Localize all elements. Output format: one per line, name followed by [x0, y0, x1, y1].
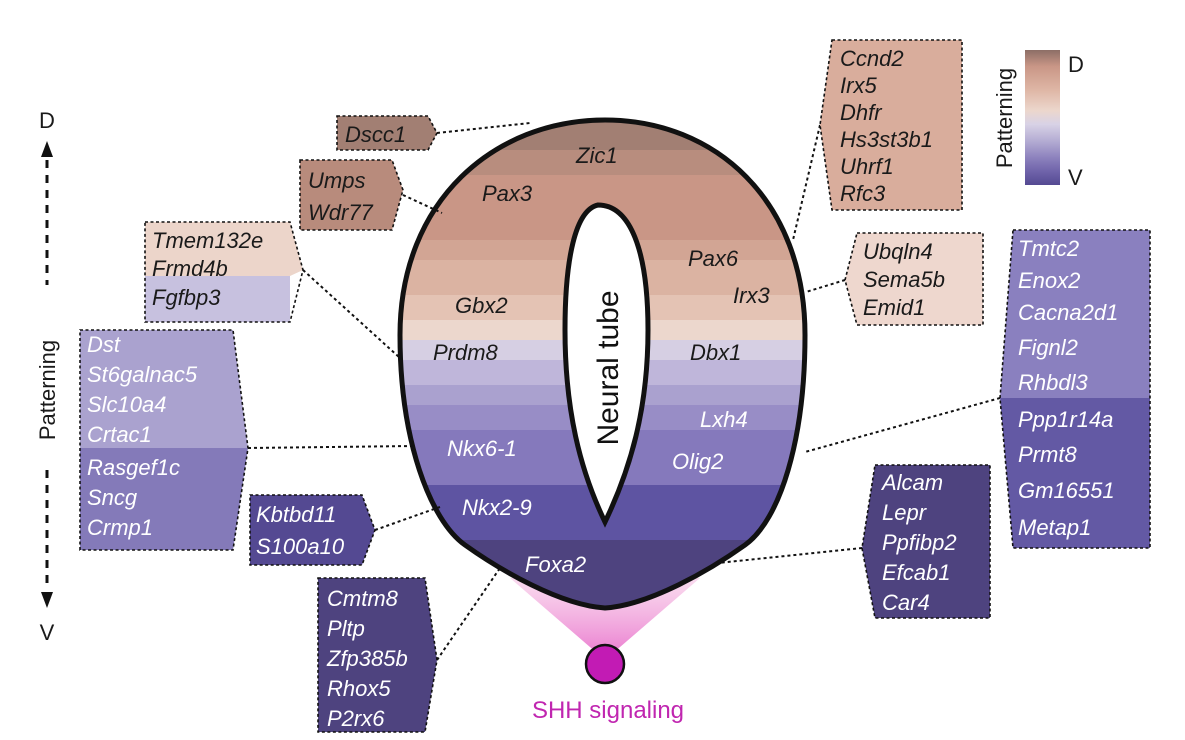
box-dscc1: Dscc1 [336, 115, 438, 151]
box-gene: Dhfr [840, 100, 883, 125]
box-gene: Ccnd2 [840, 46, 904, 71]
box-gene: Alcam [880, 470, 943, 495]
arrow-up-icon [41, 141, 53, 157]
shh-label: SHH signaling [532, 697, 684, 724]
tube-gene: Lxh4 [700, 407, 748, 432]
tube-gene: Prdm8 [433, 340, 499, 365]
box-gene: Dst [87, 332, 121, 357]
box-gene: Rhox5 [327, 676, 391, 701]
dorsal-ventral-axis: D V Patterning [35, 108, 60, 645]
box-cmtm8: Cmtm8 Pltp Zfp385b Rhox5 P2rx6 [317, 577, 438, 733]
tube-gene: Nkx6-1 [447, 436, 517, 461]
box-gene: Wdr77 [308, 200, 374, 225]
legend-title: Patterning [992, 68, 1017, 168]
box-gene: S100a10 [256, 534, 345, 559]
box-tmtc2: Tmtc2 Enox2 Cacna2d1 Fignl2 Rhbdl3 Ppp1r… [999, 229, 1151, 549]
box-gene: Tmtc2 [1018, 236, 1079, 261]
box-gene: Ubqln4 [863, 239, 933, 264]
box-gene: Hs3st3b1 [840, 127, 933, 152]
box-gene: Lepr [882, 500, 928, 525]
box-gene: Crmp1 [87, 515, 153, 540]
box-gene: Pltp [327, 616, 365, 641]
box-gene: Prmt8 [1018, 442, 1077, 467]
box-gene: Car4 [882, 590, 930, 615]
box-gene: Rhbdl3 [1018, 370, 1088, 395]
box-gene: Kbtbd11 [256, 502, 336, 527]
box-gene: Sncg [87, 485, 138, 510]
box-umps: Umps Wdr77 [299, 159, 404, 231]
tube-gene: Gbx2 [455, 293, 508, 318]
box-gene: Fgfbp3 [152, 285, 221, 310]
legend-bottom-label: V [1068, 165, 1083, 190]
box-gene: Slc10a4 [87, 392, 167, 417]
box-gene: Gm16551 [1018, 478, 1115, 503]
box-gene: Cmtm8 [327, 586, 399, 611]
box-gene: Uhrf1 [840, 154, 894, 179]
neural-tube-label: Neural tube [592, 290, 625, 445]
box-gene: Irx5 [840, 73, 877, 98]
box-gene: Efcab1 [882, 560, 951, 585]
box-gene: Zfp385b [326, 646, 408, 671]
arrow-down-icon [41, 592, 53, 608]
neural-tube-lumen [562, 202, 651, 528]
box-tmem132e: Tmem132e Frmd4b Fgfbp3 [144, 221, 304, 323]
leader-lines [247, 122, 1001, 661]
box-ccnd2: Ccnd2 Irx5 Dhfr Hs3st3b1 Uhrf1 Rfc3 [819, 39, 963, 211]
tube-gene: Olig2 [672, 449, 723, 474]
tube-gene: Nkx2-9 [462, 495, 532, 520]
box-gene: Umps [308, 168, 365, 193]
tube-gene: Pax6 [688, 246, 739, 271]
box-kbtbd11: Kbtbd11 S100a10 [249, 494, 376, 566]
patterning-legend: Patterning D V [992, 50, 1084, 190]
axis-patterning-label: Patterning [35, 340, 60, 440]
box-gene: Enox2 [1018, 268, 1080, 293]
tube-gene: Zic1 [575, 143, 618, 168]
tube-gene: Pax3 [482, 181, 533, 206]
box-gene: P2rx6 [327, 706, 385, 731]
legend-color-bar [1025, 50, 1060, 185]
box-gene: Frmd4b [152, 256, 228, 281]
box-dst: Dst St6galnac5 Slc10a4 Crtac1 Rasgef1c S… [79, 329, 249, 551]
box-ubqln4: Ubqln4 Sema5b Emid1 [844, 232, 984, 326]
box-gene: St6galnac5 [87, 362, 198, 387]
box-alcam: Alcam Lepr Ppfibp2 Efcab1 Car4 [861, 464, 991, 619]
box-gene: Metap1 [1018, 515, 1091, 540]
box-gene: Rfc3 [840, 181, 886, 206]
box-gene: Emid1 [863, 295, 925, 320]
box-gene: Fignl2 [1018, 335, 1078, 360]
tube-gene: Irx3 [733, 283, 770, 308]
box-gene: Rasgef1c [87, 455, 180, 480]
tube-gene-labels: Zic1 Pax3 Pax6 Irx3 Gbx2 Prdm8 Dbx1 Lxh4… [433, 143, 770, 577]
tube-gene: Foxa2 [525, 552, 586, 577]
box-gene: Tmem132e [152, 228, 263, 253]
box-gene: Ppp1r14a [1018, 407, 1113, 432]
neural-tube-outline [397, 117, 808, 611]
tube-gene: Dbx1 [690, 340, 741, 365]
legend-top-label: D [1068, 52, 1084, 77]
box-gene: Crtac1 [87, 422, 152, 447]
axis-dorsal-label: D [39, 108, 55, 133]
box-gene: Cacna2d1 [1018, 300, 1118, 325]
box-gene: Sema5b [863, 267, 945, 292]
box-gene: Dscc1 [345, 122, 406, 147]
shh-source-dot [584, 643, 626, 685]
box-gene: Ppfibp2 [882, 530, 957, 555]
axis-ventral-label: V [40, 620, 55, 645]
